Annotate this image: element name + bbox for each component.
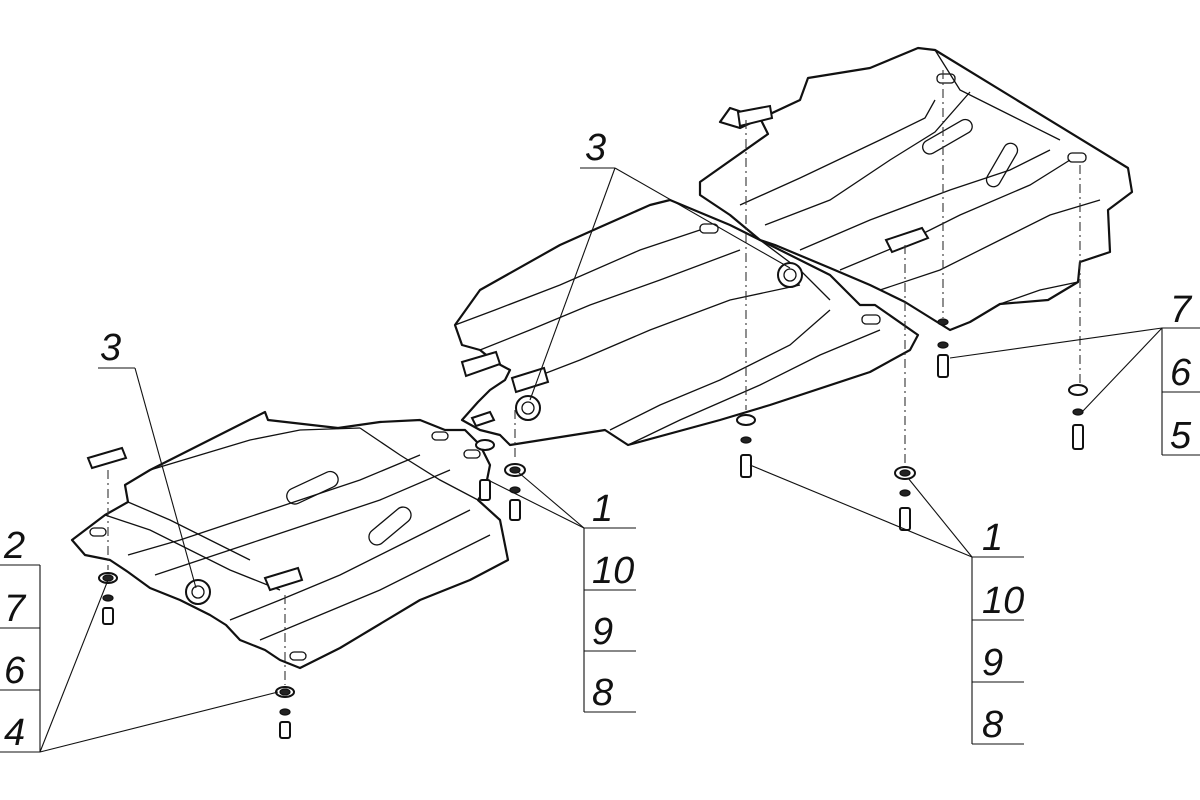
callout-center-3: 9 bbox=[592, 611, 613, 653]
middle-skid-plate bbox=[453, 198, 920, 447]
callout-center-2: 10 bbox=[592, 550, 634, 592]
assembly-axis-lines bbox=[107, 70, 1081, 685]
callout-left-1: 2 bbox=[3, 525, 25, 567]
fastener-stack-center-2 bbox=[475, 439, 495, 501]
callout-right-4: 8 bbox=[982, 704, 1003, 746]
front-skid-plate bbox=[70, 410, 510, 670]
callout-left-3: 6 bbox=[4, 650, 26, 692]
leader-lines bbox=[0, 167, 1200, 753]
fastener-stack-right-1 bbox=[937, 318, 949, 378]
fastener-stack-mid-2 bbox=[894, 466, 916, 531]
fastener-stack-center-1 bbox=[504, 463, 526, 521]
callout-left-4: 4 bbox=[4, 712, 25, 754]
callout-far-right-1: 7 bbox=[1170, 289, 1193, 331]
callout-center-1: 1 bbox=[592, 488, 613, 530]
callout-far-right-2: 6 bbox=[1170, 352, 1192, 394]
callout-3-middle: 3 bbox=[585, 127, 606, 169]
fastener-stack-right-2 bbox=[1068, 384, 1088, 450]
callout-labels: 3 3 2 7 6 4 1 10 9 8 1 10 9 8 7 6 5 bbox=[3, 127, 1193, 754]
callout-3-left: 3 bbox=[100, 327, 121, 369]
callout-far-right-3: 5 bbox=[1170, 415, 1192, 457]
rear-skid-plate bbox=[698, 46, 1134, 332]
fastener-stack-mid-1 bbox=[736, 414, 756, 478]
callout-left-2: 7 bbox=[4, 588, 27, 630]
callout-right-1: 1 bbox=[982, 517, 1003, 559]
fastener-stack-left-2 bbox=[275, 686, 295, 739]
callout-right-2: 10 bbox=[982, 580, 1024, 622]
fastener-stack-left-1 bbox=[98, 572, 118, 625]
callout-center-4: 8 bbox=[592, 672, 613, 714]
callout-right-3: 9 bbox=[982, 642, 1003, 684]
